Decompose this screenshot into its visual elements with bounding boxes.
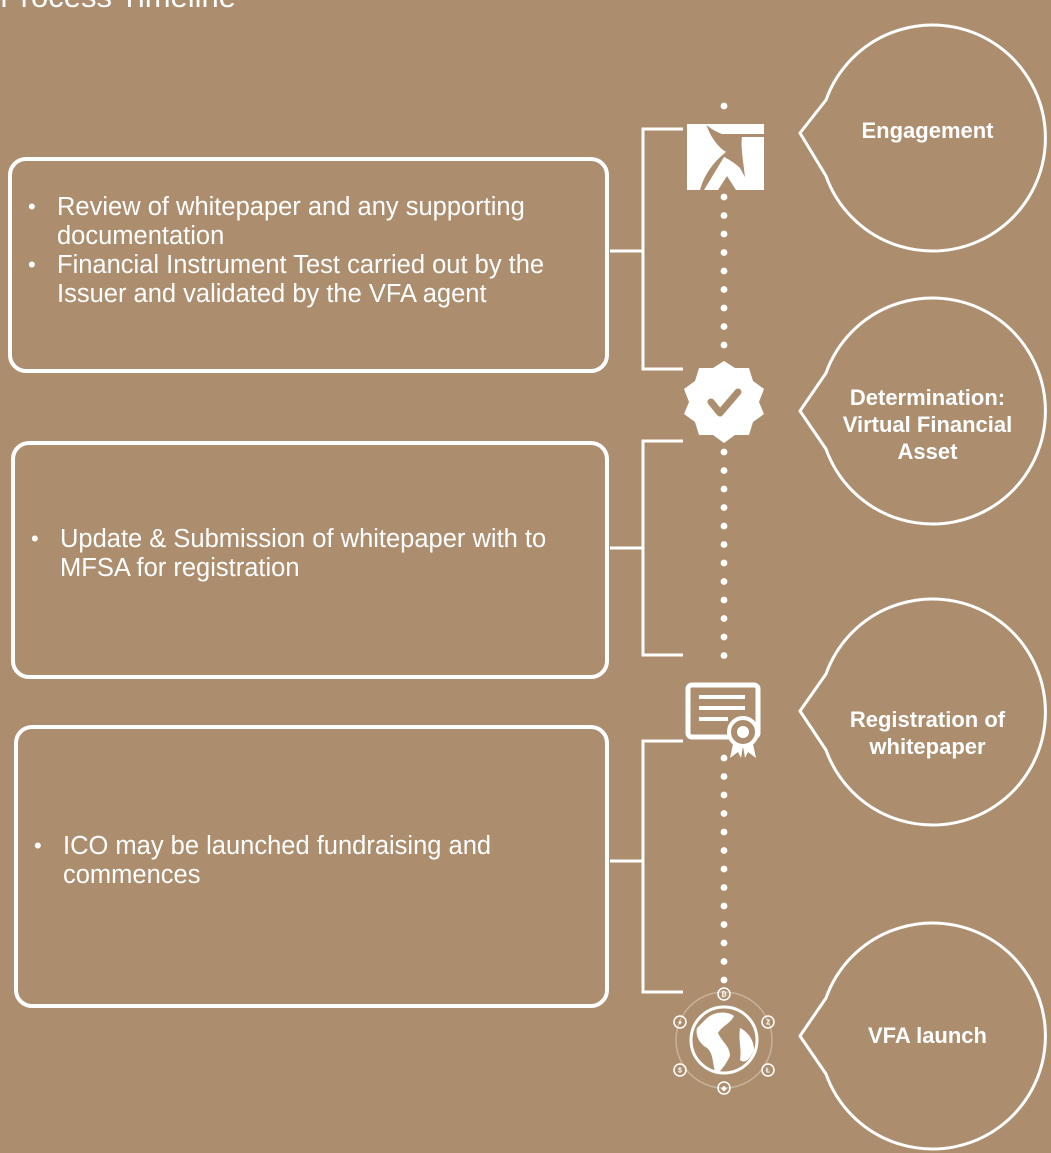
timeline-dot	[720, 485, 728, 493]
timeline-dot	[720, 286, 728, 293]
svg-text:♦: ♦	[678, 1020, 682, 1027]
svg-text:◆: ◆	[720, 1086, 727, 1093]
timeline-dot	[720, 578, 728, 585]
engagement-logo-icon	[687, 124, 764, 190]
milestone-bubble-2	[798, 296, 1047, 526]
crypto-globe-icon: ₿ Z Ł ◆ $ ♦	[673, 987, 775, 1095]
milestone-bubble-1	[798, 23, 1047, 253]
bullet-item: Update & Submission of whitepaper with t…	[15, 524, 605, 583]
step-box-launch: ICO may be launched fundraising and comm…	[14, 725, 609, 1008]
svg-text:₿: ₿	[721, 991, 727, 999]
timeline-dot	[720, 976, 728, 984]
bullet-item: ICO may be launched fundraising and comm…	[18, 831, 605, 890]
timeline-dot	[720, 230, 728, 238]
timeline-dot	[720, 921, 728, 928]
verified-check-badge-icon	[684, 361, 764, 443]
timeline-dot	[720, 773, 728, 780]
timeline-dot	[720, 633, 728, 641]
timeline-dot	[720, 504, 728, 511]
certificate-icon	[685, 682, 761, 758]
bullet-item: Review of whitepaper and any supporting …	[12, 192, 605, 251]
timeline-dot	[720, 249, 728, 256]
page-title: Process Timeline	[0, 0, 236, 15]
timeline-dot	[720, 267, 728, 275]
svg-text:Ł: Ł	[766, 1068, 771, 1075]
timeline-dot	[720, 304, 728, 312]
milestone-label-engagement: Engagement	[861, 118, 994, 143]
svg-text:$: $	[678, 1068, 682, 1075]
milestone-bubble-4	[798, 921, 1047, 1151]
milestone-label-registration: Registration of whitepaper	[849, 707, 1006, 759]
timeline-dot	[720, 596, 728, 604]
timeline-dot	[720, 791, 728, 799]
svg-text:Z: Z	[766, 1020, 771, 1027]
bullet-item: Financial Instrument Test carried out by…	[12, 250, 605, 309]
timeline-dot	[720, 810, 728, 817]
timeline-dot	[720, 541, 728, 548]
step-box-review: Review of whitepaper and any supporting …	[8, 157, 609, 373]
step-box-submission: Update & Submission of whitepaper with t…	[11, 441, 609, 679]
timeline-dot	[720, 212, 728, 219]
timeline-dot	[720, 884, 728, 891]
bullet-list: Review of whitepaper and any supporting …	[12, 192, 605, 309]
bullet-list: Update & Submission of whitepaper with t…	[15, 524, 605, 583]
milestone-label-determination: Determination: Virtual Financial Asset	[842, 385, 1013, 464]
milestone-label-vfa-launch: VFA launch	[868, 1023, 987, 1048]
bracket-1	[610, 127, 683, 371]
timeline-dot	[720, 193, 728, 201]
timeline-dot	[720, 102, 728, 110]
timeline-dot	[720, 615, 728, 622]
timeline-dot	[720, 448, 728, 456]
timeline-dot	[720, 323, 728, 330]
timeline-dot	[720, 754, 728, 762]
milestone-bubble-3	[798, 597, 1047, 827]
timeline-dot	[720, 902, 728, 910]
bullet-list: ICO may be launched fundraising and comm…	[18, 831, 605, 890]
timeline-dot	[720, 865, 728, 873]
timeline-dot	[720, 522, 728, 530]
timeline-dot	[720, 467, 728, 474]
timeline-dot	[720, 828, 728, 836]
timeline-dotted-line	[720, 102, 728, 984]
timeline-dot	[720, 559, 728, 567]
bracket-3	[610, 739, 683, 994]
timeline-dot	[720, 939, 728, 947]
bracket-2	[610, 439, 683, 657]
timeline-dot	[720, 958, 728, 965]
timeline-dot	[720, 652, 728, 659]
timeline-dot	[720, 847, 728, 854]
timeline-dot	[720, 341, 728, 349]
